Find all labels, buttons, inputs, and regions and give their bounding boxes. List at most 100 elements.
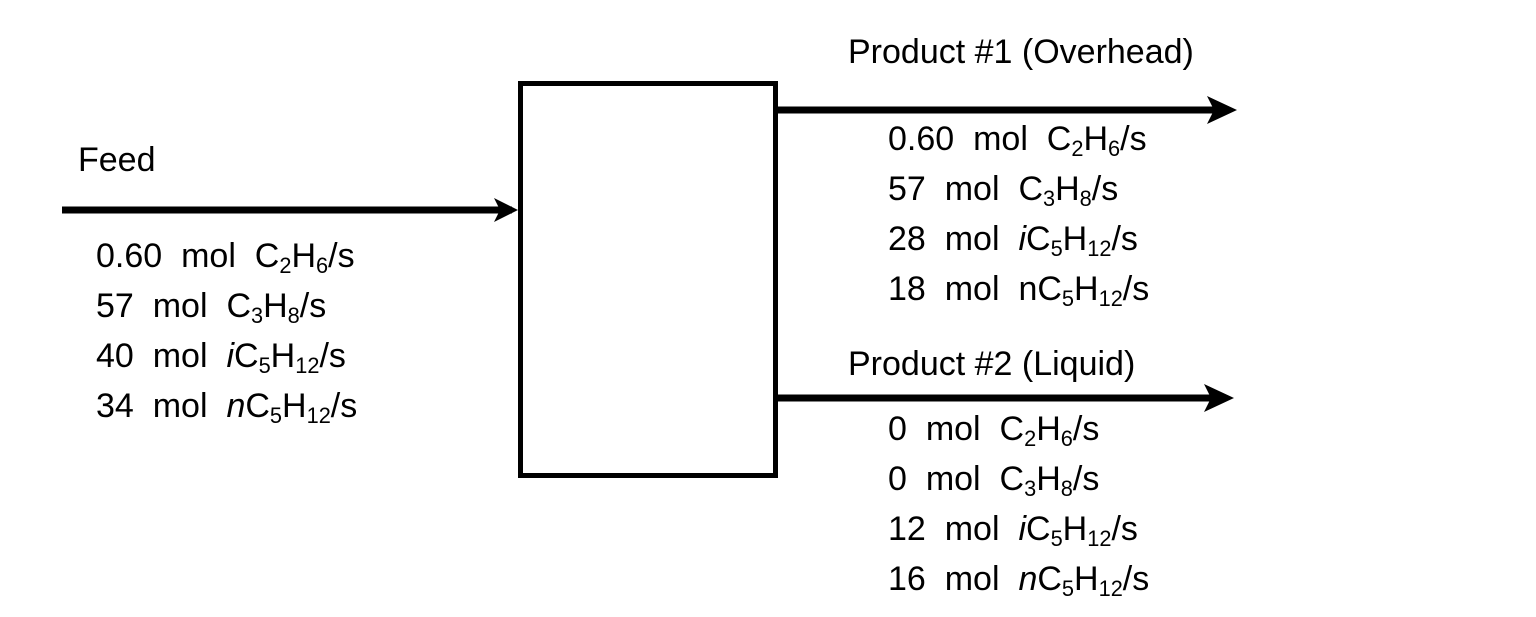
amount: 16 (888, 560, 926, 598)
unit: mol (944, 270, 1000, 308)
element: C (1018, 170, 1043, 208)
subscript: 12 (1087, 235, 1112, 261)
unit: mol (944, 510, 1000, 548)
feed-stream-label: Feed (78, 141, 156, 179)
product2-stream-arrow (778, 384, 1234, 412)
element: H (1074, 560, 1099, 598)
element: C (1026, 510, 1051, 548)
unit: mol (944, 220, 1000, 258)
subscript: 6 (316, 252, 329, 278)
subscript: 12 (1087, 525, 1112, 551)
element: C (999, 410, 1025, 448)
subscript: 6 (1108, 135, 1121, 161)
unit: mol (944, 560, 1000, 598)
element: C (1026, 220, 1051, 258)
element: H (1036, 410, 1061, 448)
element: H (263, 287, 288, 325)
element: H (291, 237, 317, 275)
product1-component-3: 18 mol nC5H12/s (888, 264, 1149, 314)
element: H (1074, 270, 1099, 308)
subscript: 3 (1024, 475, 1037, 501)
product2-stream-label: Product #2 (Liquid) (848, 345, 1136, 383)
amount: 57 (96, 287, 134, 325)
element: C (245, 387, 270, 425)
element: C (254, 237, 280, 275)
subscript: 12 (1098, 285, 1123, 311)
product2-component-1: 0 mol C3H8/s (888, 454, 1149, 504)
subscript: 6 (1060, 425, 1073, 451)
subscript: 8 (1079, 185, 1092, 211)
amount: 0.60 (96, 237, 163, 275)
per-second: /s (328, 237, 355, 275)
feed-component-0: 0.60 mol C2H6/s (96, 231, 357, 281)
per-second: /s (299, 287, 327, 325)
product2-component-0: 0 mol C2H6/s (888, 404, 1149, 454)
feed-stream-arrow (62, 198, 518, 222)
isomer-prefix: i (1018, 510, 1026, 548)
unit: mol (925, 460, 981, 498)
unit: mol (944, 170, 1000, 208)
element: C (226, 287, 251, 325)
product1-component-2: 28 mol iC5H12/s (888, 214, 1149, 264)
isomer-prefix: n (226, 387, 246, 425)
unit: mol (152, 387, 208, 425)
per-second: /s (1111, 220, 1138, 258)
subscript: 3 (251, 302, 264, 328)
element: C (999, 460, 1025, 498)
subscript: 8 (287, 302, 300, 328)
feed-component-3: 34 mol nC5H12/s (96, 381, 357, 431)
per-second: /s (1122, 560, 1150, 598)
isomer-prefix: n (1018, 560, 1038, 598)
amount: 0 (888, 460, 907, 498)
subscript: 3 (1043, 185, 1056, 211)
element: H (282, 387, 307, 425)
product1-component-1: 57 mol C3H8/s (888, 164, 1149, 214)
subscript: 5 (258, 352, 271, 378)
amount: 57 (888, 170, 926, 208)
amount: 0 (888, 410, 907, 448)
product2-component-2: 12 mol iC5H12/s (888, 504, 1149, 554)
product1-component-0: 0.60 mol C2H6/s (888, 114, 1149, 164)
isomer-prefix: i (1018, 220, 1026, 258)
unit: mol (152, 337, 208, 375)
per-second: /s (1120, 120, 1147, 158)
element: C (1046, 120, 1072, 158)
product2-component-3: 16 mol nC5H12/s (888, 554, 1149, 604)
amount: 34 (96, 387, 134, 425)
subscript: 12 (1098, 575, 1123, 601)
amount: 18 (888, 270, 926, 308)
per-second: /s (1072, 410, 1100, 448)
unit: mol (181, 237, 236, 275)
product1-stream-composition: 0.60 mol C2H6/s 57 mol C3H8/s 28 mol iC5… (888, 114, 1149, 314)
subscript: 5 (1061, 575, 1075, 601)
product1-stream-arrow (778, 96, 1237, 124)
per-second: /s (319, 337, 346, 375)
subscript: 5 (269, 402, 283, 428)
per-second: /s (330, 387, 358, 425)
subscript: 5 (1050, 525, 1063, 551)
per-second: /s (1072, 460, 1100, 498)
unit: mol (973, 120, 1028, 158)
amount: 12 (888, 510, 926, 548)
subscript: 5 (1050, 235, 1063, 261)
subscript: 8 (1060, 475, 1073, 501)
separation-unit-box (518, 81, 778, 478)
feed-component-1: 57 mol C3H8/s (96, 281, 357, 331)
element: C (1037, 270, 1062, 308)
element: C (1037, 560, 1062, 598)
element: H (1062, 220, 1088, 258)
product1-stream-label: Product #1 (Overhead) (848, 33, 1194, 71)
feed-stream-composition: 0.60 mol C2H6/s 57 mol C3H8/s 40 mol iC5… (96, 231, 357, 431)
product2-stream-composition: 0 mol C2H6/s 0 mol C3H8/s 12 mol iC5H12/… (888, 404, 1149, 604)
element: H (1062, 510, 1088, 548)
element: H (270, 337, 296, 375)
isomer-prefix: n (1018, 270, 1038, 308)
subscript: 5 (1061, 285, 1075, 311)
unit: mol (925, 410, 981, 448)
element: H (1083, 120, 1109, 158)
subscript: 2 (1071, 135, 1084, 161)
per-second: /s (1091, 170, 1119, 208)
per-second: /s (1122, 270, 1150, 308)
amount: 0.60 (888, 120, 955, 158)
